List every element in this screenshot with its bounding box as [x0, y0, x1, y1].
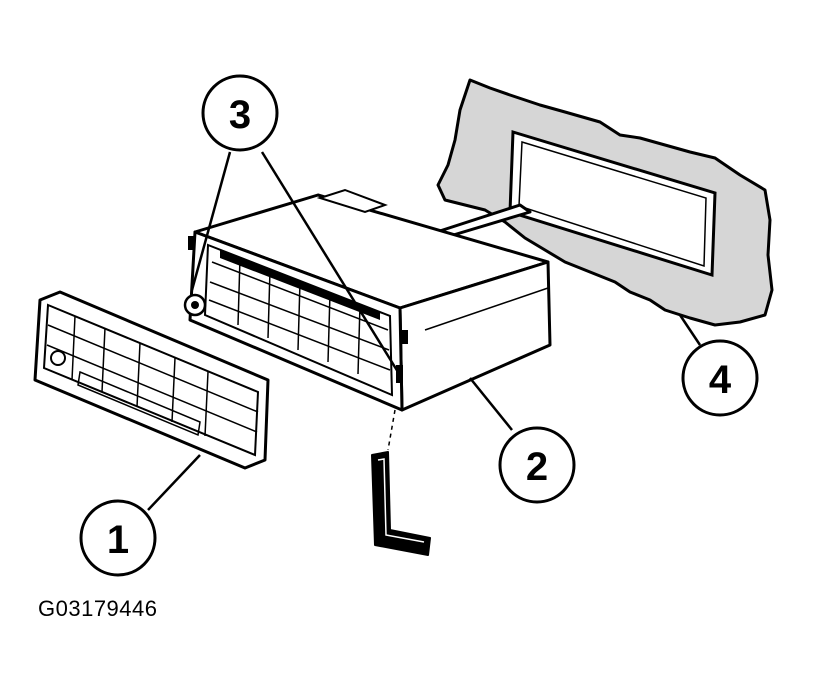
callout-3: 3 — [201, 74, 279, 152]
callout-1: 1 — [79, 499, 157, 577]
leader-lines — [147, 151, 702, 511]
callout-3-label: 3 — [229, 93, 251, 137]
callout-2: 2 — [498, 426, 576, 504]
dashboard-panel — [436, 78, 774, 327]
figure-code: G03179446 — [38, 596, 158, 621]
callout-4-label: 4 — [709, 358, 732, 402]
radio-unit — [183, 188, 552, 412]
faceplate — [33, 290, 270, 470]
callout-1-label: 1 — [107, 518, 129, 562]
callout-4: 4 — [681, 339, 759, 417]
callout-2-label: 2 — [526, 445, 548, 489]
release-tool — [371, 409, 431, 556]
